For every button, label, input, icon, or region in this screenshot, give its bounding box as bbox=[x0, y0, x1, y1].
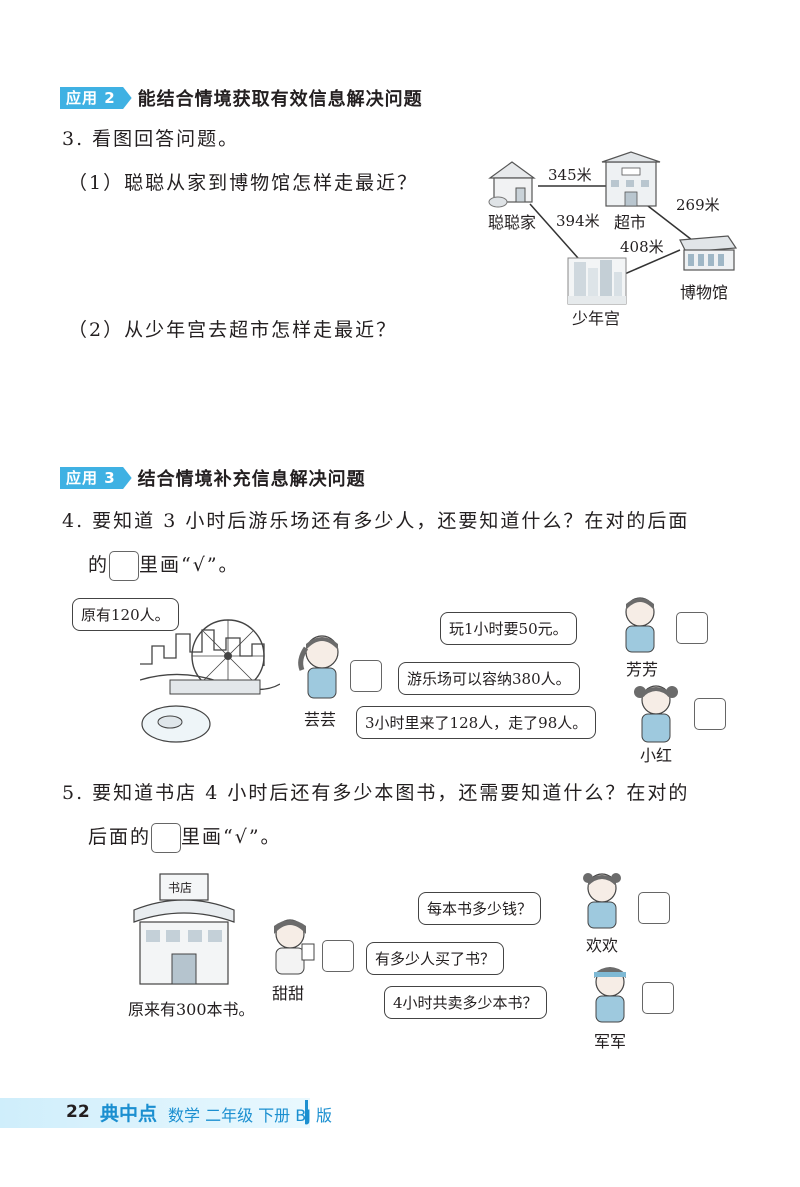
distance-home-palace: 394米 bbox=[556, 212, 600, 230]
option-bubble-2: 游乐场可以容纳380人。 bbox=[398, 662, 580, 695]
label-supermarket: 超市 bbox=[614, 213, 646, 232]
label-huanhuan: 欢欢 bbox=[586, 936, 619, 955]
answer-box-sample bbox=[109, 551, 140, 581]
route-map: 345米 394米 269米 408米 聪聪家 超市 博物馆 少年宫 bbox=[480, 148, 750, 338]
option-bubble-2: 有多少人买了书？ bbox=[366, 942, 505, 975]
question-4-line2: 的 里画“√”。 bbox=[88, 550, 240, 581]
section-title: 能结合情境获取有效信息解决问题 bbox=[137, 89, 423, 110]
question-4-line2-post: 里画“√”。 bbox=[139, 554, 240, 576]
section-header-3: 应用 3 结合情境补充信息解决问题 bbox=[60, 466, 366, 490]
question-3-part1: （1）聪聪从家到博物馆怎样走最近？ bbox=[68, 172, 419, 194]
label-home: 聪聪家 bbox=[488, 213, 536, 232]
girl-xiaohong-avatar bbox=[626, 680, 686, 746]
answer-box-opt2[interactable] bbox=[350, 660, 382, 692]
section-header-2: 应用 2 能结合情境获取有效信息解决问题 bbox=[60, 86, 423, 110]
option-bubble-3: 3小时里来了128人，走了98人。 bbox=[356, 706, 597, 739]
page-number: 22 bbox=[66, 1102, 90, 1122]
amusement-park-illustration bbox=[139, 606, 281, 746]
question-4-line1: 4. 要知道 3 小时后游乐场还有多少人，还要知道什么？在对的后面 bbox=[62, 510, 690, 532]
label-youth-palace: 少年宫 bbox=[572, 309, 620, 328]
question-3-title: 3. 看图回答问题。 bbox=[62, 128, 240, 150]
answer-box-sample bbox=[151, 823, 182, 853]
option-bubble-3: 4小时共卖多少本书？ bbox=[384, 986, 547, 1019]
label-museum: 博物馆 bbox=[680, 283, 728, 302]
speech-bubble-start: 原有120人。 bbox=[72, 598, 179, 631]
distance-supermarket-museum: 269米 bbox=[676, 196, 720, 214]
section-tag: 应用 2 bbox=[60, 87, 132, 109]
question-4-line2-pre: 的 bbox=[88, 554, 110, 576]
footer-logo: 典中点 bbox=[100, 1103, 158, 1125]
girl-tiantian-avatar bbox=[264, 914, 320, 978]
girl-huanhuan-avatar bbox=[574, 868, 630, 932]
label-fangfang: 芳芳 bbox=[626, 660, 659, 679]
footer-divider bbox=[305, 1100, 308, 1124]
question-3-part2: （2）从少年宫去超市怎样走最近？ bbox=[68, 319, 398, 341]
option-bubble-1: 每本书多少钱？ bbox=[418, 892, 542, 925]
answer-box-opt3[interactable] bbox=[642, 982, 674, 1014]
answer-box-opt1[interactable] bbox=[638, 892, 670, 924]
supermarket-icon bbox=[601, 151, 661, 207]
label-tiantian: 甜甜 bbox=[272, 984, 305, 1003]
footer-band bbox=[0, 1098, 310, 1128]
section-title: 结合情境补充信息解决问题 bbox=[137, 469, 366, 490]
footer-subtitle: 数学 二年级 下册 BJ 版 bbox=[168, 1106, 333, 1125]
question-5-line2: 后面的 里画“√”。 bbox=[88, 822, 282, 853]
house-icon bbox=[488, 161, 536, 208]
label-yunyun: 芸芸 bbox=[304, 710, 337, 729]
museum-icon bbox=[679, 235, 738, 271]
question-5-line2-post: 里画“√”。 bbox=[181, 826, 282, 848]
distance-home-supermarket: 345米 bbox=[548, 166, 592, 184]
option-bubble-1: 玩1小时要50元。 bbox=[440, 612, 577, 645]
girl-yunyun-avatar bbox=[292, 630, 352, 704]
section-tag: 应用 3 bbox=[60, 467, 132, 489]
label-bookstore-start: 原来有300本书。 bbox=[128, 1000, 255, 1019]
girl-fangfang-avatar bbox=[612, 592, 668, 656]
answer-box-opt1[interactable] bbox=[676, 612, 708, 644]
route-map-drawing: 345米 394米 269米 408米 聪聪家 超市 博物馆 少年宫 bbox=[488, 151, 738, 328]
bookstore-sign: 书店 bbox=[168, 881, 192, 895]
distance-palace-museum: 408米 bbox=[620, 238, 664, 256]
boy-junjun-avatar bbox=[582, 960, 638, 1026]
label-xiaohong: 小红 bbox=[640, 746, 673, 765]
answer-box-opt3[interactable] bbox=[694, 698, 726, 730]
question-5-line2-pre: 后面的 bbox=[88, 826, 152, 848]
answer-box-opt2[interactable] bbox=[322, 940, 354, 972]
bookstore-illustration: 书店 bbox=[126, 870, 242, 990]
label-junjun: 军军 bbox=[594, 1032, 627, 1051]
youth-palace-icon bbox=[567, 257, 627, 305]
question-5-line1: 5. 要知道书店 4 小时后还有多少本图书，还需要知道什么？在对的 bbox=[62, 782, 690, 804]
